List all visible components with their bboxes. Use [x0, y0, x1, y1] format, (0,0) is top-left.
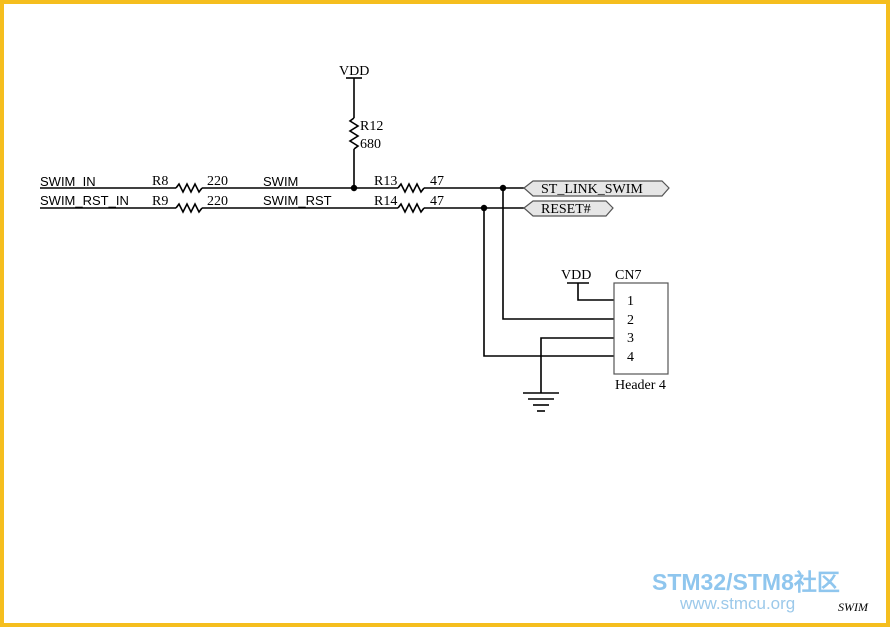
net-swim-rst-label: SWIM_RST — [263, 193, 332, 208]
watermark-brand: STM32/STM8社区 — [652, 569, 840, 595]
port-st-link-swim-label: ST_LINK_SWIM — [541, 182, 643, 197]
sheet-title-label: SWIM — [838, 600, 869, 614]
cn7-pin-4-label: 4 — [627, 350, 634, 365]
watermark-url: www.stmcu.org — [679, 594, 795, 613]
resistor-r8-icon — [175, 182, 203, 194]
junction-dot-icon — [350, 184, 358, 192]
r12-ref-label: R12 — [360, 119, 383, 134]
vdd-top-label: VDD — [339, 64, 369, 79]
resistor-r14-icon — [397, 202, 425, 214]
r13-ref-label: R13 — [374, 174, 397, 189]
header-cn7-body — [613, 282, 669, 375]
cn7-ref-label: CN7 — [615, 268, 641, 283]
cn7-pin-1-label: 1 — [627, 294, 634, 309]
resistor-r13-icon — [397, 182, 425, 194]
wire-reset-to-pin4 — [483, 208, 614, 357]
net-swim-rst-in-label: SWIM_RST_IN — [40, 193, 129, 208]
cn7-pin-3-label: 3 — [627, 331, 634, 346]
cn7-pin-2-label: 2 — [627, 313, 634, 328]
ground-icon — [523, 392, 559, 412]
r9-value-label: 220 — [207, 194, 228, 209]
r8-ref-label: R8 — [152, 174, 168, 189]
net-swim-in-label: SWIM_IN — [40, 174, 96, 189]
vdd-header-label: VDD — [561, 268, 591, 283]
r14-ref-label: R14 — [374, 194, 397, 209]
wire-pin3-to-ground — [540, 337, 614, 393]
r9-ref-label: R9 — [152, 194, 168, 209]
wire-vdd-pin1 — [577, 283, 614, 301]
port-reset-label: RESET# — [541, 202, 591, 217]
r8-value-label: 220 — [207, 174, 228, 189]
r12-value-label: 680 — [360, 137, 381, 152]
resistor-r9-icon — [175, 202, 203, 214]
wire-swim-to-pin2 — [502, 188, 614, 320]
port-st-link-swim-icon — [523, 180, 670, 197]
net-swim-label: SWIM — [263, 174, 298, 189]
r13-value-label: 47 — [430, 174, 444, 189]
junction-dot-icon — [480, 204, 488, 212]
junction-dot-icon — [499, 184, 507, 192]
port-reset-icon — [523, 200, 614, 217]
resistor-r12-icon — [348, 117, 360, 150]
cn7-name-label: Header 4 — [615, 378, 666, 393]
r14-value-label: 47 — [430, 194, 444, 209]
